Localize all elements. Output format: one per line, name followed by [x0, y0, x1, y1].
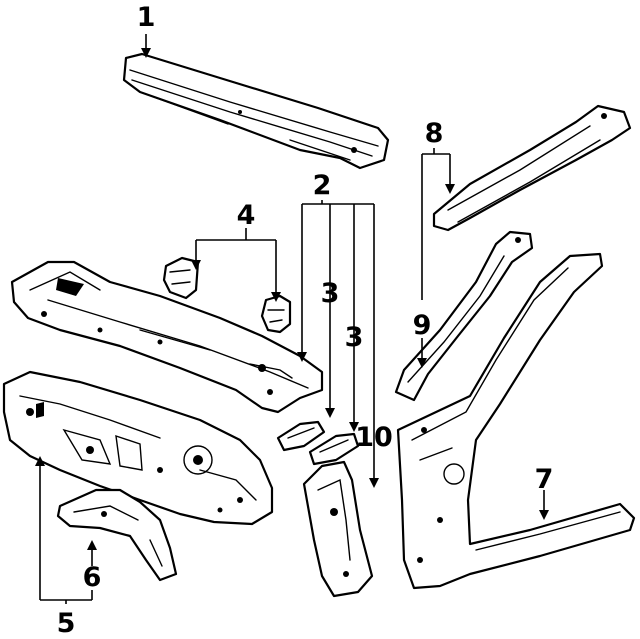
callout-8: 8 [425, 118, 444, 149]
part-2-cowl-side-panel [10, 260, 324, 414]
part-3-bracket-lower [308, 432, 360, 466]
part-3-bracket-upper [276, 420, 326, 452]
part-7-side-outer-panel [396, 252, 636, 590]
callout-10: 10 [355, 422, 393, 453]
part-4-bracket-right [260, 294, 292, 334]
callout-1: 1 [137, 2, 156, 33]
callout-9: 9 [413, 310, 432, 341]
callout-7: 7 [535, 464, 554, 495]
part-6-lower-brace [56, 488, 178, 582]
callout-3-upper: 3 [321, 278, 340, 309]
leader-lines [35, 34, 549, 604]
part-9-windshield-pillar [394, 230, 534, 402]
part-10-side-bracket [302, 460, 374, 598]
callout-6: 6 [83, 562, 102, 593]
part-4-bracket-left [162, 256, 200, 300]
callout-2: 2 [313, 170, 332, 201]
part-1-cowl-panel [122, 52, 390, 170]
callout-4: 4 [237, 200, 256, 231]
callout-3-lower: 3 [345, 322, 364, 353]
part-8-roof-rail [432, 104, 632, 232]
callout-5: 5 [57, 608, 76, 639]
part-5-dash-panel [2, 370, 274, 526]
